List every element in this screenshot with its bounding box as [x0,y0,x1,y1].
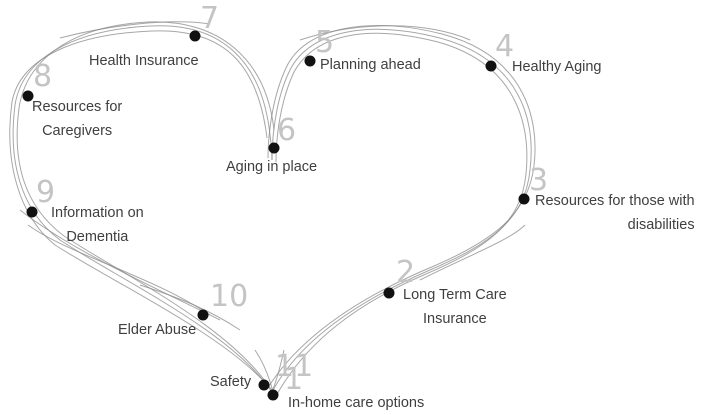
node-label-line: Resources for [32,99,123,115]
node-label-line: Health Insurance [89,53,199,69]
node-number-6: 6 [277,113,297,148]
node-label-aging-in-place: Aging in place [226,155,317,179]
node-label-line: Long Term Care [403,287,507,303]
heart-stroke [59,21,211,39]
node-label-in-home-care-options: In-home care options [288,391,424,415]
node-dot-3 [518,193,530,205]
heart-stroke [16,21,275,395]
heart-stroke [9,30,271,389]
node-label-resources-for-disabilities: Resources for those with disabilities [535,189,695,237]
node-label-line: Dementia [66,229,129,245]
node-label-line: Caregivers [42,123,113,139]
heart-stroke [271,28,532,393]
node-number-4: 4 [495,29,515,64]
node-dot-1 [267,389,279,401]
node-number-1: 1 [284,362,304,397]
heart-stroke [12,25,273,393]
node-dot-2 [383,287,395,299]
node-dots [22,30,530,401]
node-number-2: 2 [396,255,416,290]
node-label-line: Insurance [423,311,487,327]
node-label-resources-for-caregivers: Resources for Caregivers [32,95,122,143]
node-label-line: Healthy Aging [512,59,602,75]
node-number-10: 10 [210,279,249,314]
heart-stroke [271,349,285,393]
heart-stroke [267,25,536,387]
node-label-line: In-home care options [288,395,425,411]
node-number-7: 7 [200,1,220,36]
node-label-line: Planning ahead [320,57,421,73]
heart-stroke [419,224,526,281]
node-label-line: disabilities [627,217,695,233]
node-number-11: 11 [275,349,314,384]
node-dot-5 [304,55,316,67]
node-dot-6 [268,142,280,154]
node-label-long-term-care-insurance: Long Term Care Insurance [403,283,507,331]
node-label-line: Aging in place [226,159,318,175]
heart-stroke [275,32,528,397]
heart-stroke [299,25,471,41]
heart-stroke [254,349,274,393]
node-dot-8 [22,90,34,102]
node-number-8: 8 [33,59,53,94]
node-number-5: 5 [315,25,335,60]
node-number-3: 3 [529,163,549,198]
node-dot-10 [197,309,209,321]
node-label-elder-abuse: Elder Abuse [118,318,196,342]
node-dot-9 [26,206,38,218]
node-label-line: Information on [51,205,144,221]
heart-stroke [19,209,221,321]
node-dot-4 [485,60,497,72]
sketch-strokes [9,21,536,397]
node-label-line: Elder Abuse [118,322,197,338]
node-label-safety: Safety [210,370,251,394]
heart-stroke [139,284,241,331]
node-label-line: Resources for those with [535,193,695,209]
node-label-planning-ahead: Planning ahead [320,53,421,77]
node-label-information-on-dementia: Information on Dementia [51,201,144,249]
node-label-healthy-aging: Healthy Aging [512,55,601,79]
node-dot-7 [189,30,201,42]
node-label-health-insurance: Health Insurance [89,49,199,73]
node-label-line: Safety [210,374,252,390]
node-number-9: 9 [36,175,56,210]
node-dot-11 [258,379,270,391]
